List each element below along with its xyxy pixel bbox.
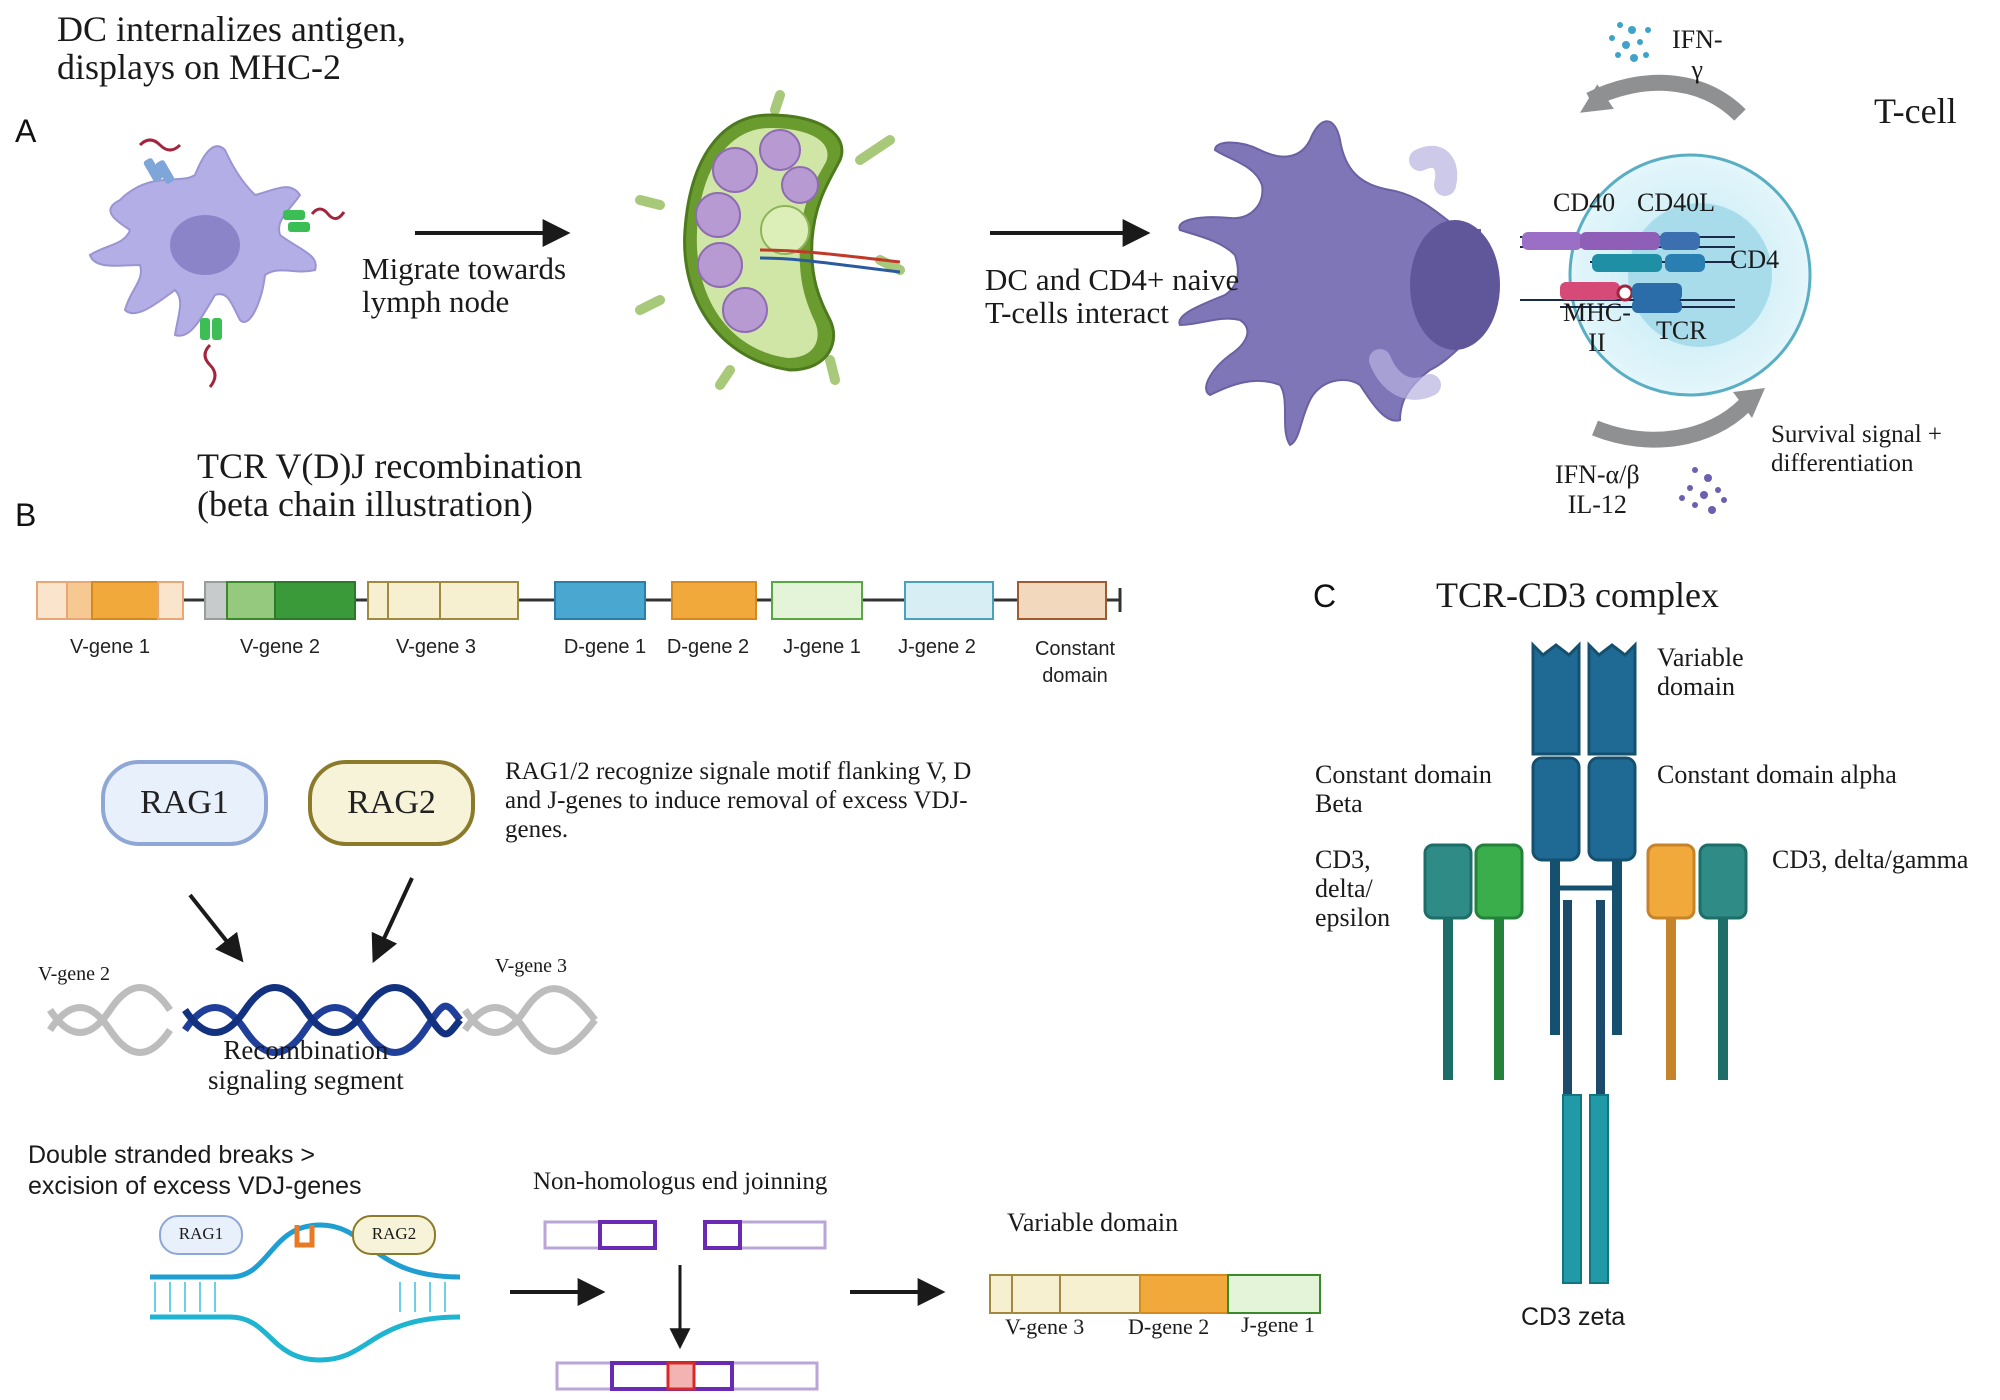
gene-label-j1: J-gene 1: [783, 636, 861, 658]
rag2-box: [308, 760, 475, 846]
dendritic-cell-large: [1178, 120, 1500, 447]
nhej-strands: [543, 1220, 827, 1391]
tcell-label: T-cell: [1874, 91, 1957, 131]
survival-arrow: [1592, 399, 1751, 448]
cd4-label: CD4: [1730, 245, 1780, 274]
dna-helix: [47, 984, 598, 1056]
interact-label: DC and CD4+ naive T-cells interact: [985, 262, 1240, 330]
panel-a-label: A: [15, 113, 37, 149]
variable-domain-label: Variable domain: [1007, 1208, 1179, 1237]
small-rag2-label: RAG2: [371, 1224, 417, 1243]
gene-bar: [36, 581, 1122, 620]
arrow-rag1: [188, 893, 244, 963]
nhej-label: Non-homologus end joinning: [533, 1168, 828, 1195]
dsb-bubble: [150, 1215, 461, 1363]
panel-c-label: C: [1313, 578, 1337, 614]
cd40l-label: CD40L: [1637, 188, 1715, 217]
constant-beta-label: Constant domain Beta: [1315, 760, 1492, 818]
gene-label-d1: D-gene 1: [563, 636, 647, 658]
variable-domain-c-label: Variable domain: [1657, 643, 1744, 701]
arrow-rag2: [371, 877, 414, 964]
tcr-label: TCR: [1656, 316, 1707, 345]
final-jgene1-label: J-gene 1: [1241, 1312, 1315, 1337]
rag1-label: RAG1: [140, 784, 229, 821]
rag2-label: RAG2: [347, 784, 436, 821]
vdj-title: TCR V(D)J recombination (beta chain illu…: [197, 446, 583, 524]
ifn-gamma-arrow: [1586, 74, 1746, 121]
ifn-gamma-dots: [1609, 22, 1651, 62]
dsb-label: Double stranded breaks > excision of exc…: [28, 1141, 362, 1200]
migrate-label: Migrate towards lymph node: [362, 251, 567, 319]
cd3-delta-gamma-label: CD3, delta/gamma: [1772, 845, 1969, 874]
final-dgene2-label: D-gene 2: [1128, 1314, 1210, 1339]
panel-b-label: B: [15, 497, 37, 533]
small-rag1-label: RAG1: [178, 1224, 224, 1243]
recomb-label: Recombination signaling segment: [208, 1035, 404, 1095]
cd40-label: CD40: [1553, 188, 1616, 217]
lymph-node: [635, 90, 905, 390]
mhc-label: MHC- II: [1563, 298, 1631, 357]
final-vgene3-label: V-gene 3: [1005, 1314, 1085, 1339]
rag1-box: [101, 760, 268, 846]
gene-label-v3: V-gene 3: [395, 636, 477, 658]
step1-title: DC internalizes antigen, displays on MHC…: [57, 9, 406, 87]
helix-vgene2-label: V-gene 2: [38, 963, 111, 985]
ifn-gamma-label: IFN- γ: [1672, 25, 1723, 84]
gene-label-constant: Constant domain: [1034, 638, 1116, 687]
ifn-ab-label: IFN-α/β IL-12: [1555, 460, 1640, 519]
survival-label: Survival signal + differentiation: [1771, 421, 1943, 477]
synapse-receptors: [1520, 232, 1735, 313]
tcr-cd3-title: TCR-CD3 complex: [1436, 575, 1719, 615]
ifn-ab-dots: [1679, 467, 1727, 514]
gene-label-d2: D-gene 2: [666, 636, 750, 658]
gene-label-v1: V-gene 1: [69, 636, 151, 658]
final-variable-domain: [989, 1274, 1321, 1314]
constant-alpha-label: Constant domain alpha: [1657, 760, 1897, 789]
gene-label-j2: J-gene 2: [898, 636, 976, 658]
cd3-delta-epsilon-label: CD3, delta/ epsilon: [1315, 845, 1391, 932]
cd3-zeta-label: CD3 zeta: [1521, 1303, 1626, 1331]
rag-description: RAG1/2 recognize signale motif flanking …: [505, 758, 972, 843]
tcr-cd3-complex: [1423, 641, 1748, 1284]
helix-vgene3-label: V-gene 3: [495, 955, 568, 977]
dendritic-cell-small: [88, 138, 346, 388]
gene-label-v2: V-gene 2: [239, 636, 321, 658]
